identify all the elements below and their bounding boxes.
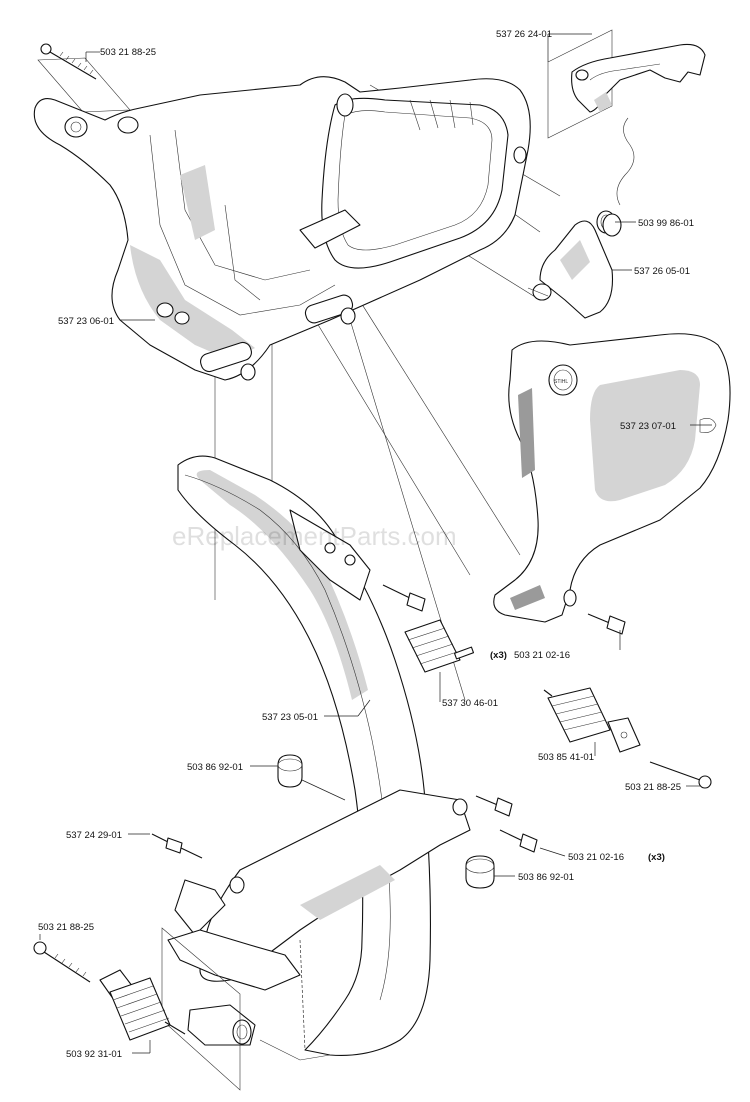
screw-handle-1 — [382, 584, 426, 612]
screws-lower — [475, 795, 538, 853]
throttle-lockout — [527, 220, 614, 319]
pin — [151, 833, 203, 859]
label-537-30-46-01[interactable]: 537 30 46-01 — [442, 698, 498, 709]
front-handle-bar — [177, 455, 431, 1056]
label-503-21-02-16-lower[interactable]: 503 21 02-16 — [568, 852, 624, 863]
svg-text:STIHL: STIHL — [554, 379, 568, 385]
front-handle-base — [167, 789, 471, 1061]
leader-lines — [39, 33, 712, 1054]
screw-cover — [587, 613, 626, 635]
label-503-86-92-01-lower[interactable]: 503 86 92-01 — [518, 872, 574, 883]
bolt-mid-right — [649, 761, 712, 789]
label-503-21-88-25-top[interactable]: 503 21 88-25 — [100, 47, 156, 58]
handle-cover: STIHL — [493, 333, 731, 623]
label-qty-x3-lower: (x3) — [648, 852, 665, 863]
label-503-92-31-01[interactable]: 503 92 31-01 — [66, 1049, 122, 1060]
throttle-trigger — [547, 29, 706, 139]
label-537-23-06-01[interactable]: 537 23 06-01 — [58, 316, 114, 327]
screw-handle-2 — [543, 689, 553, 697]
label-503-86-92-01-upper[interactable]: 503 86 92-01 — [187, 762, 243, 773]
label-503-99-86-01[interactable]: 503 99 86-01 — [638, 218, 694, 229]
label-537-26-05-01[interactable]: 537 26 05-01 — [634, 266, 690, 277]
label-537-24-29-01[interactable]: 537 24 29-01 — [66, 830, 122, 841]
label-qty-x3-right: (x3) — [490, 650, 507, 661]
bottom-bolt-and-spring — [33, 927, 241, 1091]
rear-handle-housing — [33, 76, 531, 381]
label-537-26-24-01[interactable]: 537 26 24-01 — [496, 29, 552, 40]
label-503-21-88-25-bottom[interactable]: 503 21 88-25 — [38, 922, 94, 933]
label-503-85-41-01[interactable]: 503 85 41-01 — [538, 752, 594, 763]
bushing-upper — [277, 754, 303, 788]
bushing-lower — [465, 855, 495, 889]
part-labels: 503 21 88-25 537 26 24-01 503 99 86-01 5… — [38, 29, 694, 1060]
watermark-text: eReplacementParts.com — [172, 521, 457, 551]
av-spring-lower — [547, 687, 641, 753]
label-503-21-02-16-right[interactable]: 503 21 02-16 — [514, 650, 570, 661]
label-537-23-07-01[interactable]: 537 23 07-01 — [620, 421, 676, 432]
label-537-23-05-01[interactable]: 537 23 05-01 — [262, 712, 318, 723]
av-spring-upper — [404, 619, 475, 673]
label-503-21-88-25-mid[interactable]: 503 21 88-25 — [625, 782, 681, 793]
trigger-spring — [596, 117, 635, 237]
